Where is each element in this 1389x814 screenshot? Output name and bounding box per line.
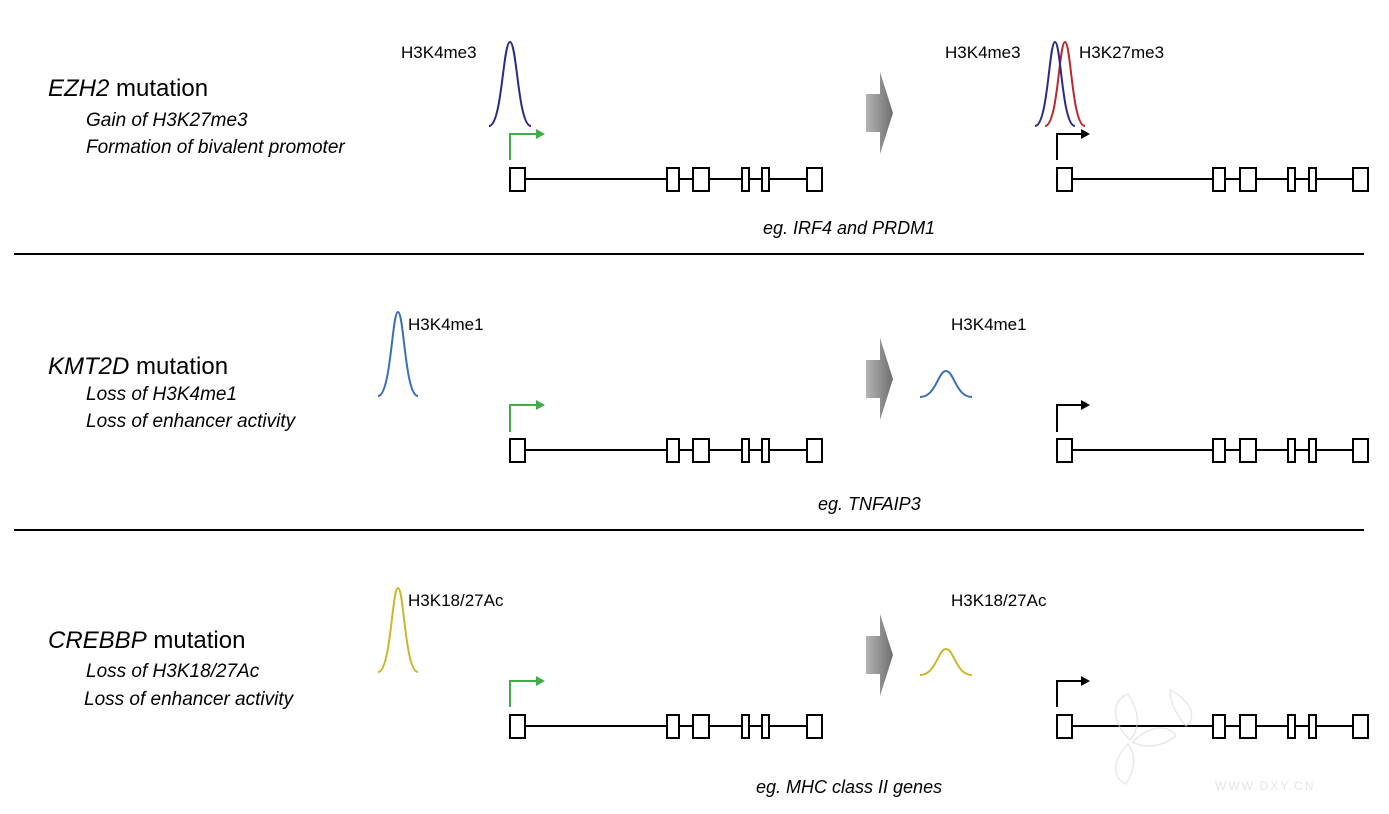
example-genes: eg. IRF4 and PRDM1 [763, 218, 935, 238]
panel-ezh2: EZH2 mutation Gain of H3K27me3 Formation… [48, 40, 1369, 238]
gene-model [509, 714, 823, 739]
mark-label: H3K4me3 [401, 43, 477, 62]
example-genes: eg. MHC class II genes [756, 777, 942, 797]
mark-label: H3K27me3 [1079, 43, 1164, 62]
title-suffix: mutation [147, 627, 246, 654]
h3k27ac-peak [377, 586, 419, 673]
gene-name: EZH2 [48, 75, 109, 102]
mark-label: H3K4me3 [945, 43, 1021, 62]
h3k4me1-peak [919, 369, 973, 398]
gene-model [1056, 714, 1369, 739]
panel-title: CREBBP mutation [48, 627, 245, 654]
panel-kmt2d: KMT2D mutation Loss of H3K4me1 Loss of e… [48, 310, 1369, 514]
panel-crebbp: CREBBP mutation Loss of H3K18/27Ac Loss … [48, 586, 1369, 797]
bent-arrow-icon [509, 129, 545, 160]
panel-title: EZH2 mutation [48, 75, 208, 102]
effect-line: Loss of enhancer activity [86, 411, 297, 432]
effect-line: Formation of bivalent promoter [86, 137, 345, 158]
right-arrow-icon [866, 614, 893, 696]
h3k4me3-peak [1034, 40, 1076, 127]
title-suffix: mutation [129, 353, 228, 380]
h3k4me3-peak [488, 40, 532, 127]
watermark-text: WWW.DXY.CN [1215, 779, 1315, 793]
example-genes: eg. TNFAIP3 [818, 494, 921, 514]
h3k4me1-peak [377, 310, 419, 397]
right-arrow-icon [866, 72, 893, 154]
dxy-watermark: WWW.DXY.CN [1114, 688, 1315, 793]
dxy-logo [1114, 688, 1193, 785]
right-arrow-icon [866, 338, 893, 420]
gene-model [509, 438, 823, 463]
gene-name: CREBBP [48, 627, 147, 654]
mark-label: H3K4me1 [408, 315, 484, 334]
mark-label: H3K18/27Ac [408, 591, 504, 610]
bent-arrow-icon [1056, 400, 1090, 432]
mark-label: H3K4me1 [951, 315, 1027, 334]
gene-name: KMT2D [48, 353, 129, 380]
effect-line: Gain of H3K27me3 [86, 110, 248, 131]
title-suffix: mutation [109, 75, 208, 102]
bent-arrow-icon [1056, 676, 1090, 707]
effect-line: Loss of enhancer activity [84, 689, 295, 710]
h3k27ac-peak [919, 647, 973, 676]
gene-model [1056, 438, 1369, 463]
bent-arrow-icon [1056, 129, 1090, 160]
panel-title: KMT2D mutation [48, 353, 228, 380]
effect-line: Loss of H3K4me1 [86, 384, 237, 405]
gene-model [1056, 167, 1369, 192]
bent-arrow-icon [509, 676, 545, 707]
mark-label: H3K18/27Ac [951, 591, 1047, 610]
bent-arrow-icon [509, 400, 545, 432]
h3k27me3-peak [1044, 40, 1086, 127]
effect-line: Loss of H3K18/27Ac [86, 661, 260, 682]
gene-model [509, 167, 823, 192]
